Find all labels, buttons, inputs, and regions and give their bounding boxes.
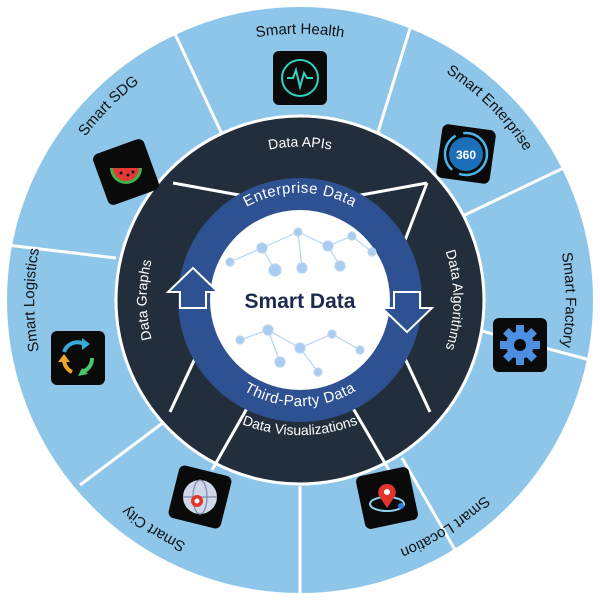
- mid-label-right-text: Data Algorithms: [443, 248, 467, 353]
- logistics-tile: [51, 331, 105, 385]
- factory-tile: [493, 318, 547, 372]
- outer-label-factory: Smart Factory: [558, 251, 579, 349]
- city-tile: [168, 465, 232, 529]
- gear-icon: [500, 325, 540, 365]
- center-disc: [210, 210, 390, 390]
- mid-label-left-text: Data Graphs: [134, 258, 155, 343]
- outer-label-logistics-text: Smart Logistics: [21, 247, 43, 354]
- location-pin-icon: [378, 484, 396, 508]
- mid-label-right: Data Algorithms: [443, 248, 467, 353]
- location-tile: [356, 467, 418, 529]
- sdg-tile: [93, 139, 159, 205]
- mid-label-left: Data Graphs: [134, 258, 155, 343]
- down-arrow-icon: [379, 291, 435, 334]
- enterprise-tile: 360: [436, 124, 496, 184]
- recycle-arrows-icon: [58, 338, 94, 376]
- center-title: Smart Data: [245, 290, 356, 313]
- svg-text:360: 360: [456, 148, 476, 162]
- outer-label-health-text: Smart Health: [254, 21, 345, 42]
- middle-ring-border: [114, 114, 486, 486]
- outer-label-factory-text: Smart Factory: [558, 251, 579, 349]
- heartbeat-icon: [287, 66, 313, 91]
- watermelon-icon: [110, 168, 142, 184]
- outer-label-logistics: Smart Logistics: [21, 247, 43, 354]
- mid-label-top-text: Data APIs: [267, 134, 334, 153]
- outer-label-health: Smart Health: [254, 21, 345, 42]
- up-arrow-icon: [165, 266, 221, 309]
- middle-ring-dividers: [168, 181, 432, 471]
- network-graphic: [225, 227, 377, 377]
- mid-label-top: Data APIs: [267, 134, 334, 153]
- cycle-arrows: [165, 266, 435, 334]
- 360-icon: [449, 137, 483, 171]
- health-tile: [273, 51, 327, 105]
